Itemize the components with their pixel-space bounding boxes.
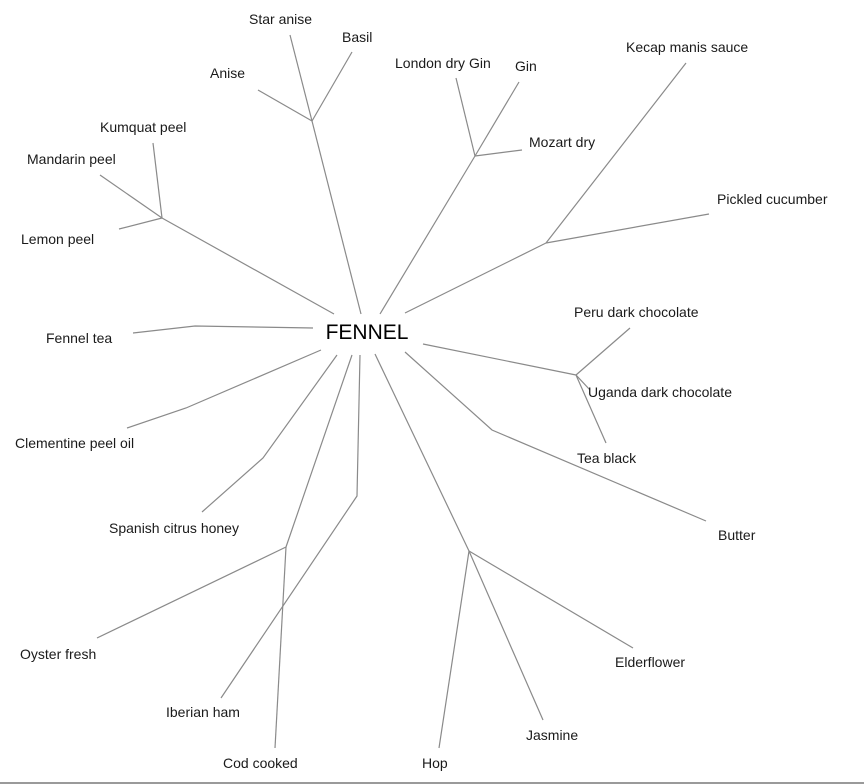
edge-center-to-gin-cluster: [379, 155, 476, 315]
leaf-london-dry-gin: London dry Gin: [395, 55, 491, 71]
tree-edges: [96, 34, 710, 749]
edge-to-star-anise: [289, 34, 313, 122]
edge-to-iberian-ham: [220, 354, 361, 699]
leaf-elderflower: Elderflower: [615, 654, 685, 670]
edge-center-to-chocolate-cluster: [422, 343, 577, 376]
leaf-jasmine: Jasmine: [526, 727, 578, 743]
edge-center-to-oyster-cluster: [285, 354, 353, 548]
edge-to-elderflower: [468, 550, 634, 649]
tree-labels: FENNEL Star anise Basil Anise London dry…: [15, 11, 828, 771]
edge-to-uganda-dark-chocolate: [575, 374, 591, 391]
edge-center-to-anise-cluster: [311, 120, 362, 315]
edge-to-basil: [311, 51, 353, 122]
edge-to-jasmine: [468, 550, 544, 721]
leaf-uganda-dark-chocolate: Uganda dark chocolate: [588, 384, 732, 400]
edge-to-spanish-citrus-honey: [201, 354, 338, 513]
leaf-kumquat-peel: Kumquat peel: [100, 119, 186, 135]
edge-to-kumquat-peel: [152, 142, 163, 219]
edge-to-gin: [474, 81, 520, 157]
edge-to-mozart-dry: [474, 149, 523, 157]
edge-to-butter: [404, 351, 707, 522]
edge-to-tea-black: [575, 374, 607, 444]
edge-to-hop: [438, 550, 470, 749]
leaf-tea-black: Tea black: [577, 450, 637, 466]
edge-center-to-peel-cluster: [161, 217, 335, 315]
leaf-oyster-fresh: Oyster fresh: [20, 646, 96, 662]
leaf-hop: Hop: [422, 755, 448, 771]
bottom-border: [0, 782, 864, 784]
leaf-clementine-peel-oil: Clementine peel oil: [15, 435, 134, 451]
leaf-cod-cooked: Cod cooked: [223, 755, 298, 771]
center-node-label: FENNEL: [326, 321, 409, 344]
leaf-gin: Gin: [515, 58, 537, 74]
edge-to-lemon-peel: [118, 217, 163, 230]
leaf-star-anise: Star anise: [249, 11, 312, 27]
edge-to-fennel-tea: [132, 325, 314, 334]
leaf-lemon-peel: Lemon peel: [21, 231, 94, 247]
edge-center-to-hop-cluster: [374, 353, 470, 552]
leaf-fennel-tea: Fennel tea: [46, 330, 112, 346]
edge-to-clementine-peel-oil: [126, 349, 322, 429]
leaf-spanish-citrus-honey: Spanish citrus honey: [109, 520, 239, 536]
edge-to-peru-dark-chocolate: [575, 327, 631, 376]
leaf-mandarin-peel: Mandarin peel: [27, 151, 116, 167]
leaf-butter: Butter: [718, 527, 756, 543]
leaf-iberian-ham: Iberian ham: [166, 704, 240, 720]
leaf-pickled-cucumber: Pickled cucumber: [717, 191, 828, 207]
edge-to-kecap-manis-sauce: [545, 62, 687, 244]
leaf-basil: Basil: [342, 29, 372, 45]
edge-center-to-kecap-cluster: [404, 242, 547, 314]
edge-to-anise: [257, 89, 313, 122]
edge-to-pickled-cucumber: [545, 213, 710, 244]
leaf-anise: Anise: [210, 65, 245, 81]
leaf-kecap-manis-sauce: Kecap manis sauce: [626, 39, 748, 55]
edge-to-oyster-fresh: [96, 546, 287, 639]
edge-to-london-dry-gin: [455, 77, 476, 157]
edge-to-mandarin-peel: [99, 174, 163, 219]
leaf-mozart-dry: Mozart dry: [529, 134, 595, 150]
leaf-peru-dark-chocolate: Peru dark chocolate: [574, 304, 699, 320]
edge-to-cod-cooked: [274, 546, 287, 749]
